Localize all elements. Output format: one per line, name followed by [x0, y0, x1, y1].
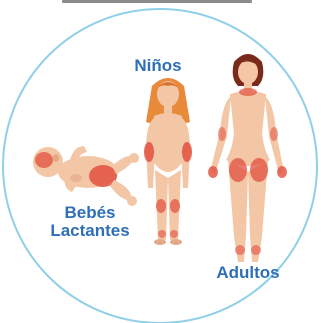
- label-babies-line2: Lactantes: [40, 222, 140, 239]
- label-babies-line1: Bebés: [40, 204, 140, 221]
- label-adults: Adultos: [200, 264, 296, 281]
- label-children: Niños: [118, 57, 198, 74]
- cropped-header-text: [62, 0, 252, 3]
- label-babies: Bebés Lactantes: [40, 204, 140, 239]
